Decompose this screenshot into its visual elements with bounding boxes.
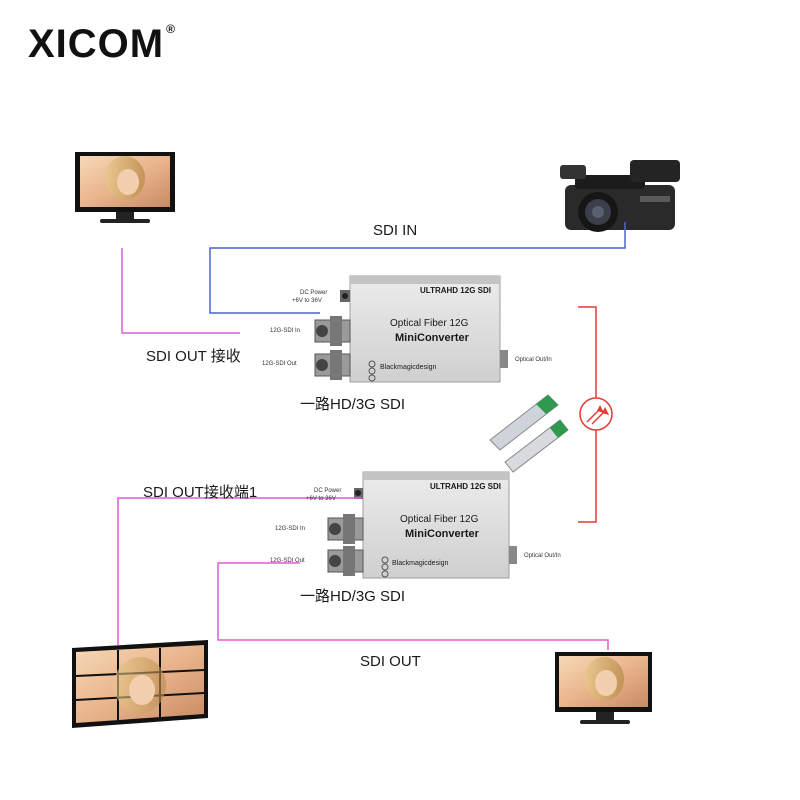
converter-top <box>314 275 508 383</box>
camera <box>560 160 680 232</box>
bnc-sdi-out-top <box>314 350 351 380</box>
one-channel-label-bottom: 一路HD/3G SDI <box>300 588 406 605</box>
device-model-sub-bottom: Optical Fiber 12G <box>400 514 479 525</box>
brand-logo: XICOM® <box>28 22 176 67</box>
device-model-sub-top: Optical Fiber 12G <box>390 318 469 329</box>
monitor-top-left <box>75 152 175 223</box>
camera-icon <box>560 160 680 232</box>
dc-power-label-top: DC Power <box>300 290 328 296</box>
device-maker-top: Blackmagicdesign <box>380 364 437 371</box>
sdi-in-line <box>209 222 626 314</box>
sdi-in-port-label-bottom: 12G-SDI In <box>275 526 306 532</box>
sdi-out-receive-label: SDI OUT 接收 <box>146 348 241 365</box>
bnc-sdi-out-bottom <box>327 546 364 576</box>
sfp-module-icon <box>489 394 569 473</box>
sdi-out-top-line <box>121 248 240 334</box>
monitor-icon <box>555 652 652 724</box>
device-brand-line-bottom: ULTRAHD 12G SDI <box>430 482 501 491</box>
sdi-out-port-label-top: 12G-SDI Out <box>262 361 297 367</box>
one-channel-label-top: 一路HD/3G SDI <box>300 396 406 413</box>
sdi-out-label: SDI OUT <box>360 653 421 670</box>
optical-port-label-top: Optical Out/In <box>515 357 552 363</box>
device-model-top: MiniConverter <box>395 332 469 344</box>
power-range-label-bottom: +6V to 36V <box>306 496 336 502</box>
optical-port-label-bottom: Optical Out/In <box>524 553 561 559</box>
device-model-bottom: MiniConverter <box>405 528 479 540</box>
bnc-sdi-in-top <box>314 316 351 346</box>
video-wall <box>72 640 208 728</box>
sdi-out-bottom-line <box>217 562 609 650</box>
device-maker-bottom: Blackmagicdesign <box>392 560 449 567</box>
dc-power-label-bottom: DC Power <box>314 488 342 494</box>
monitor-bottom-right <box>555 652 652 724</box>
sdi-out-port-label-bottom: 12G-SDI Out <box>270 558 305 564</box>
fiber-signal-icon <box>579 397 613 431</box>
power-range-label-top: +6V to 36V <box>292 298 322 304</box>
brand-name: XICOM <box>28 22 165 66</box>
converter-bottom <box>327 471 517 579</box>
sdi-out-receiver-1-label: SDI OUT接收端1 <box>143 484 258 501</box>
device-brand-line-top: ULTRAHD 12G SDI <box>420 286 491 295</box>
sfp-modules <box>489 394 569 473</box>
registered-mark: ® <box>166 22 176 36</box>
video-wall-icon <box>72 640 208 728</box>
monitor-icon <box>75 152 175 223</box>
sdi-in-port-label-top: 12G-SDI In <box>270 328 301 334</box>
sdi-in-label: SDI IN <box>373 222 418 239</box>
sdi-out-receiver-line <box>117 497 362 645</box>
bnc-sdi-in-bottom <box>327 514 364 544</box>
